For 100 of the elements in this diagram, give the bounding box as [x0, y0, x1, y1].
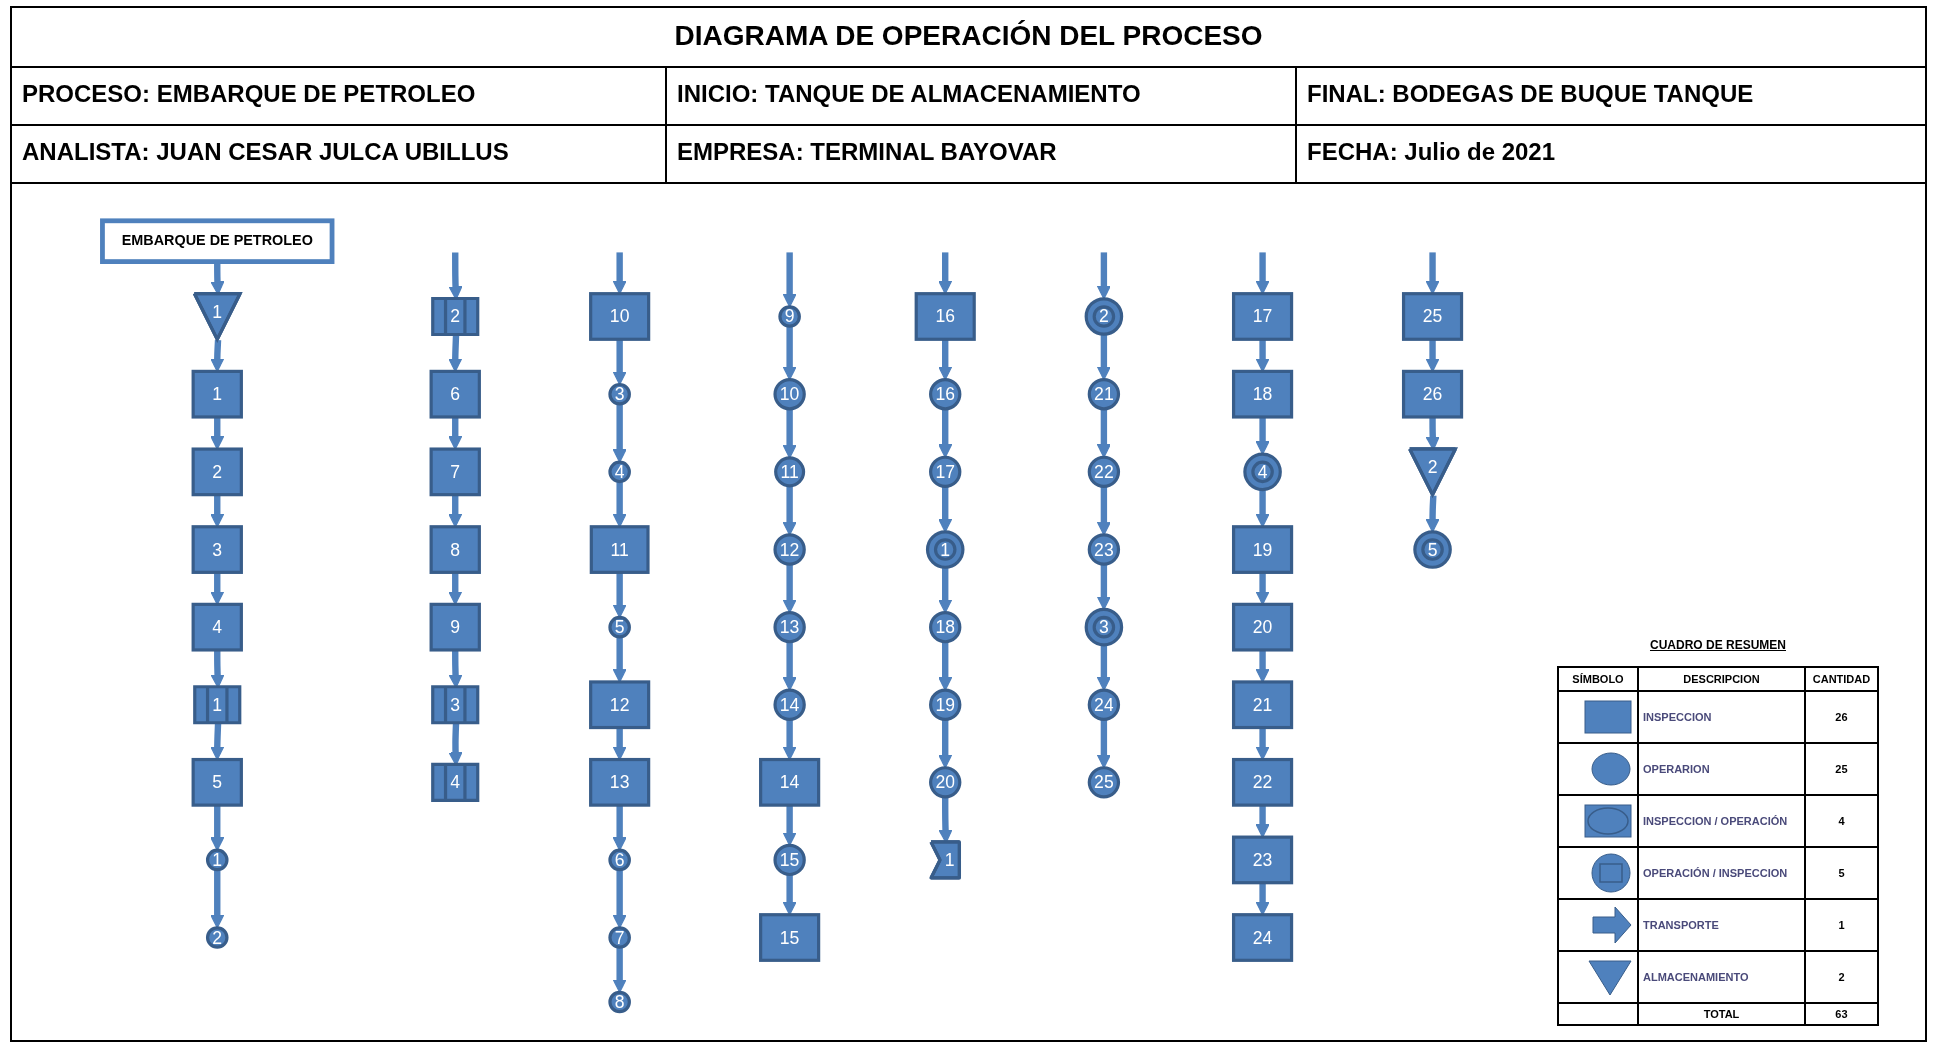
- node-circle: 17: [929, 455, 962, 489]
- node-box: 26: [1401, 369, 1464, 419]
- table-cell: INSPECCION / OPERACIÓN: [1638, 795, 1805, 847]
- node-circle: 4: [1243, 452, 1282, 492]
- arrow: [1255, 804, 1270, 838]
- node-box: 22: [1232, 757, 1294, 807]
- node-circle: 5: [1413, 530, 1452, 569]
- header-cell-text: FINAL: BODEGAS DE BUQUE TANQUE: [1306, 79, 1755, 109]
- arrow: [210, 869, 225, 929]
- node-box: 3: [191, 525, 243, 574]
- arrow: [782, 804, 797, 846]
- node-box: 7: [429, 447, 481, 497]
- header-cell: PROCESO: EMBARQUE DE PETROLEO: [12, 68, 667, 124]
- node-circle: 22: [1087, 455, 1121, 489]
- node-circle: 4: [608, 460, 631, 484]
- arrow: [448, 335, 463, 372]
- node-circle: 1: [205, 848, 229, 872]
- arrow: [782, 641, 797, 691]
- node-circle: 13: [773, 610, 806, 644]
- node-box: EMBARQUE DE PETROLEO: [100, 218, 335, 264]
- node-box: 1: [191, 369, 243, 419]
- arrow: [612, 804, 627, 851]
- node-box: 18: [1232, 369, 1294, 419]
- column-header: DESCRIPCION: [1638, 667, 1805, 691]
- node-circle: 6: [608, 848, 631, 872]
- node-circle: 8: [608, 990, 631, 1014]
- node-circle: 2: [205, 926, 229, 949]
- node-circle: 7: [608, 926, 631, 949]
- arrow: [1096, 486, 1111, 536]
- arrow: [210, 416, 225, 450]
- node-box: 14: [759, 757, 821, 807]
- node-box: 17: [1232, 292, 1294, 341]
- node-circle: 25: [1087, 766, 1121, 799]
- table-cell: 63: [1804, 1003, 1878, 1025]
- node-circle: 16: [929, 377, 962, 411]
- node-box: 5: [191, 757, 243, 807]
- node-circle: 5: [608, 615, 631, 639]
- diagram-title: DIAGRAMA DE OPERACIÓN DEL PROCESO: [12, 8, 1925, 68]
- arrow: [1096, 644, 1111, 691]
- node-box: 12: [589, 680, 651, 730]
- node-box: 11: [589, 525, 650, 574]
- node-box: 9: [429, 602, 481, 652]
- node-box: 25: [1401, 292, 1464, 341]
- node-box: 20: [1232, 602, 1294, 652]
- column-header: SÍMBOLO: [1558, 667, 1638, 691]
- node-box: 8: [429, 525, 481, 574]
- node-circle: 12: [773, 533, 806, 566]
- node-box: 13: [589, 757, 651, 807]
- arrow: [782, 485, 797, 536]
- node-circle: 14: [773, 688, 806, 721]
- node-circle: 15: [773, 843, 806, 877]
- arrow: [1096, 408, 1111, 458]
- node-box: 21: [1232, 680, 1294, 730]
- header-cell: EMPRESA: TERMINAL BAYOVAR: [667, 126, 1297, 182]
- node-circle: 18: [929, 610, 962, 644]
- table-cell: TOTAL: [1638, 1003, 1805, 1025]
- table-caption: CUADRO DE RESUMEN: [1649, 638, 1787, 652]
- arrow: [938, 641, 953, 691]
- node-circle: 21: [1087, 377, 1121, 411]
- table-cell: 5: [1804, 847, 1878, 899]
- table-cell: OPERACIÓN / INSPECCION: [1638, 847, 1805, 899]
- arrow: [210, 339, 225, 372]
- header-cell-text: FECHA: Julio de 2021: [1306, 137, 1557, 167]
- node-box: 19: [1232, 525, 1294, 574]
- table-cell: INSPECCION: [1638, 691, 1805, 743]
- table-cell: OPERARION: [1638, 743, 1805, 795]
- node-box: 2: [191, 447, 243, 497]
- node-box: 10: [589, 292, 651, 341]
- arrow: [448, 416, 463, 450]
- arrow: [1255, 338, 1270, 372]
- arrow: [1096, 719, 1111, 769]
- node-circle: 2: [1084, 297, 1124, 336]
- arrow: [782, 252, 797, 308]
- arrow: [612, 403, 627, 463]
- table-cell: 4: [1804, 795, 1878, 847]
- arrow: [612, 869, 627, 929]
- node-circle: 19: [929, 688, 962, 721]
- arrow: [782, 408, 797, 459]
- table-cell: ALMACENAMIENTO: [1638, 951, 1805, 1003]
- node-circle: 3: [1084, 607, 1124, 647]
- node-circle: 3: [608, 382, 631, 406]
- node-circle: 10: [773, 377, 806, 411]
- node-circle: 1: [925, 530, 965, 569]
- table-cell: TRANSPORTE: [1638, 899, 1805, 951]
- node-circle: 9: [778, 305, 801, 328]
- arrow: [1425, 338, 1440, 372]
- node-circle: 24: [1087, 688, 1121, 721]
- node-box: 15: [759, 913, 821, 962]
- node-box: 23: [1232, 835, 1294, 885]
- arrow: [210, 804, 225, 851]
- header-cell: INICIO: TANQUE DE ALMACENAMIENTO: [667, 68, 1297, 124]
- table-cell: 26: [1804, 691, 1878, 743]
- column-header: CANTIDAD: [1804, 667, 1878, 691]
- node-box: 24: [1232, 913, 1294, 962]
- header-cell: ANALISTA: JUAN CESAR JULCA UBILLUS: [12, 126, 667, 182]
- node-circle: 20: [929, 766, 962, 799]
- node-box: 4: [191, 602, 243, 652]
- table-cell: 25: [1804, 743, 1878, 795]
- node-box: 16: [914, 292, 976, 341]
- table-cell: 2: [1804, 951, 1878, 1003]
